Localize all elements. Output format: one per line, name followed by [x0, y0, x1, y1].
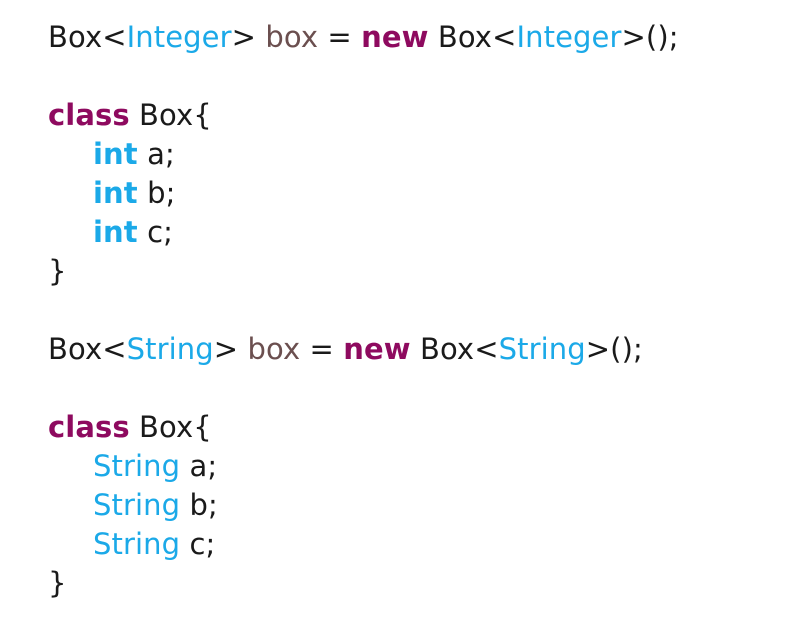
- code-line: String c;: [48, 525, 802, 564]
- token-plain: }: [48, 566, 67, 600]
- token-plain: Box<: [410, 332, 499, 366]
- code-block-string-declaration: Box<String> box = new Box<String>();: [48, 330, 802, 369]
- code-block-integer-class: class Box{int a;int b;int c;}: [48, 96, 802, 291]
- token-primitive: int: [93, 137, 138, 171]
- token-plain: Box<: [48, 20, 127, 54]
- token-variable: box: [265, 20, 319, 54]
- code-block-string-class: class Box{String a;String b;String c;}: [48, 408, 802, 603]
- token-plain: Box<: [48, 332, 127, 366]
- token-plain: >: [213, 332, 248, 366]
- token-plain: =: [318, 20, 362, 54]
- code-line: }: [48, 564, 802, 603]
- token-type: String: [93, 449, 181, 483]
- code-line: }: [48, 252, 802, 291]
- token-primitive: int: [93, 215, 138, 249]
- token-keyword: class: [48, 98, 130, 132]
- code-line: Box<Integer> box = new Box<Integer>();: [48, 18, 802, 57]
- token-plain: }: [48, 254, 67, 288]
- code-line: String a;: [48, 447, 802, 486]
- code-line: int a;: [48, 135, 802, 174]
- token-plain: b;: [137, 176, 176, 210]
- blank-line: [48, 291, 802, 330]
- token-variable: box: [247, 332, 301, 366]
- code-line: String b;: [48, 486, 802, 525]
- token-keyword: new: [343, 332, 411, 366]
- blank-line: [48, 57, 802, 96]
- token-primitive: int: [93, 176, 138, 210]
- code-line: int b;: [48, 174, 802, 213]
- token-plain: >();: [621, 20, 679, 54]
- token-type: String: [498, 332, 586, 366]
- token-type: Integer: [516, 20, 622, 54]
- code-line: int c;: [48, 213, 802, 252]
- token-plain: >: [231, 20, 266, 54]
- token-type: String: [126, 332, 214, 366]
- token-keyword: new: [361, 20, 429, 54]
- token-type: String: [93, 527, 181, 561]
- token-plain: Box{: [129, 410, 212, 444]
- token-plain: Box<: [428, 20, 517, 54]
- token-plain: c;: [137, 215, 173, 249]
- token-keyword: class: [48, 410, 130, 444]
- code-line: class Box{: [48, 408, 802, 447]
- token-plain: b;: [180, 488, 218, 522]
- code-line: class Box{: [48, 96, 802, 135]
- token-type: Integer: [126, 20, 232, 54]
- blank-line: [48, 369, 802, 408]
- token-type: String: [93, 488, 181, 522]
- code-line: Box<String> box = new Box<String>();: [48, 330, 802, 369]
- token-plain: =: [300, 332, 344, 366]
- token-plain: a;: [137, 137, 175, 171]
- token-plain: a;: [180, 449, 218, 483]
- token-plain: Box{: [129, 98, 212, 132]
- token-plain: c;: [180, 527, 216, 561]
- token-plain: >();: [585, 332, 643, 366]
- code-block-integer-declaration: Box<Integer> box = new Box<Integer>();: [48, 18, 802, 57]
